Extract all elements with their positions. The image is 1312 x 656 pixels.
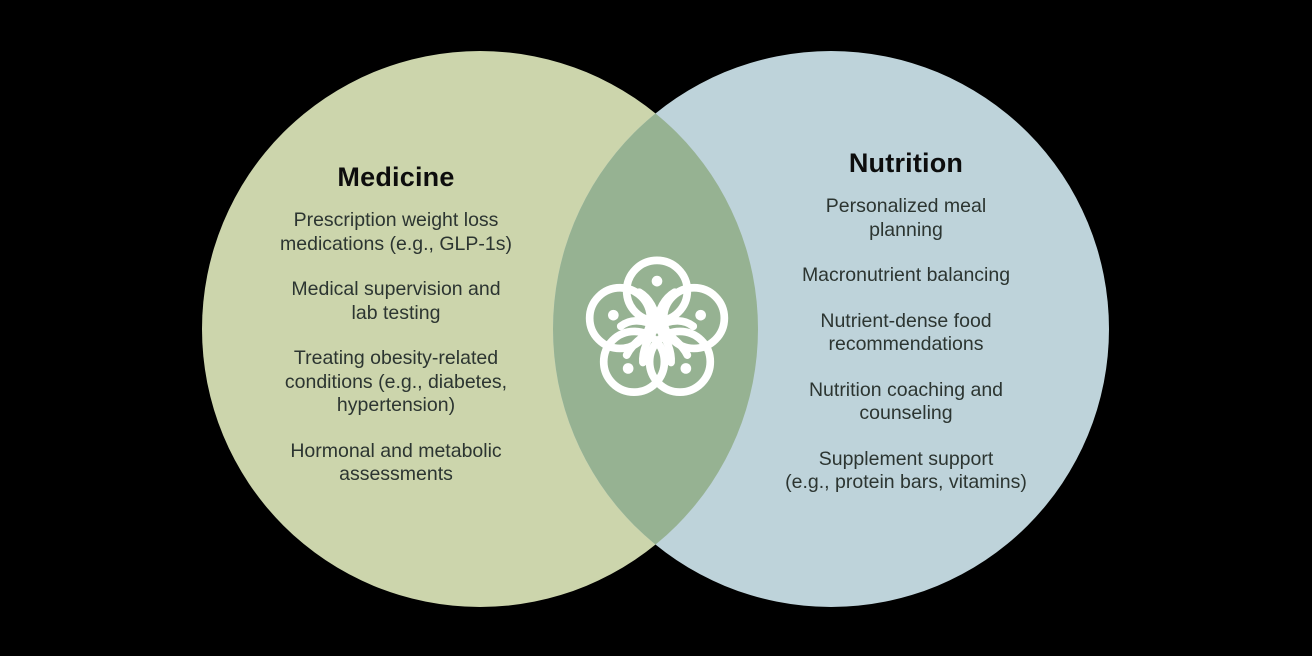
right-lobe-item-3: Nutrient-dense food recommendations — [820, 309, 992, 356]
right-lobe-item-2: Macronutrient balancing — [801, 264, 1011, 287]
right-lobe-item-5: Supplement support (e.g., protein bars, … — [785, 447, 1027, 494]
right-lobe-item-1: Personalized meal planning — [825, 195, 987, 241]
left-lobe-item-4: Hormonal and metabolic assessments — [290, 439, 502, 486]
right-lobe-content: Nutrition Personalized meal planning Mac… — [758, 148, 1054, 495]
left-lobe-item-1: Prescription weight loss medications (e.… — [280, 209, 512, 255]
left-lobe-item-3: Treating obesity-related conditions (e.g… — [284, 347, 508, 417]
left-lobe-item-2: Medical supervision and lab testing — [291, 278, 501, 324]
right-lobe-title: Nutrition — [848, 148, 964, 178]
left-lobe-content: Medicine Prescription weight loss medica… — [246, 162, 546, 487]
flower-logo-icon — [583, 253, 731, 401]
overlap-lens — [553, 51, 758, 607]
right-lobe-item-4: Nutrition coaching and counseling — [808, 378, 1004, 425]
left-lobe-title: Medicine — [337, 162, 455, 192]
